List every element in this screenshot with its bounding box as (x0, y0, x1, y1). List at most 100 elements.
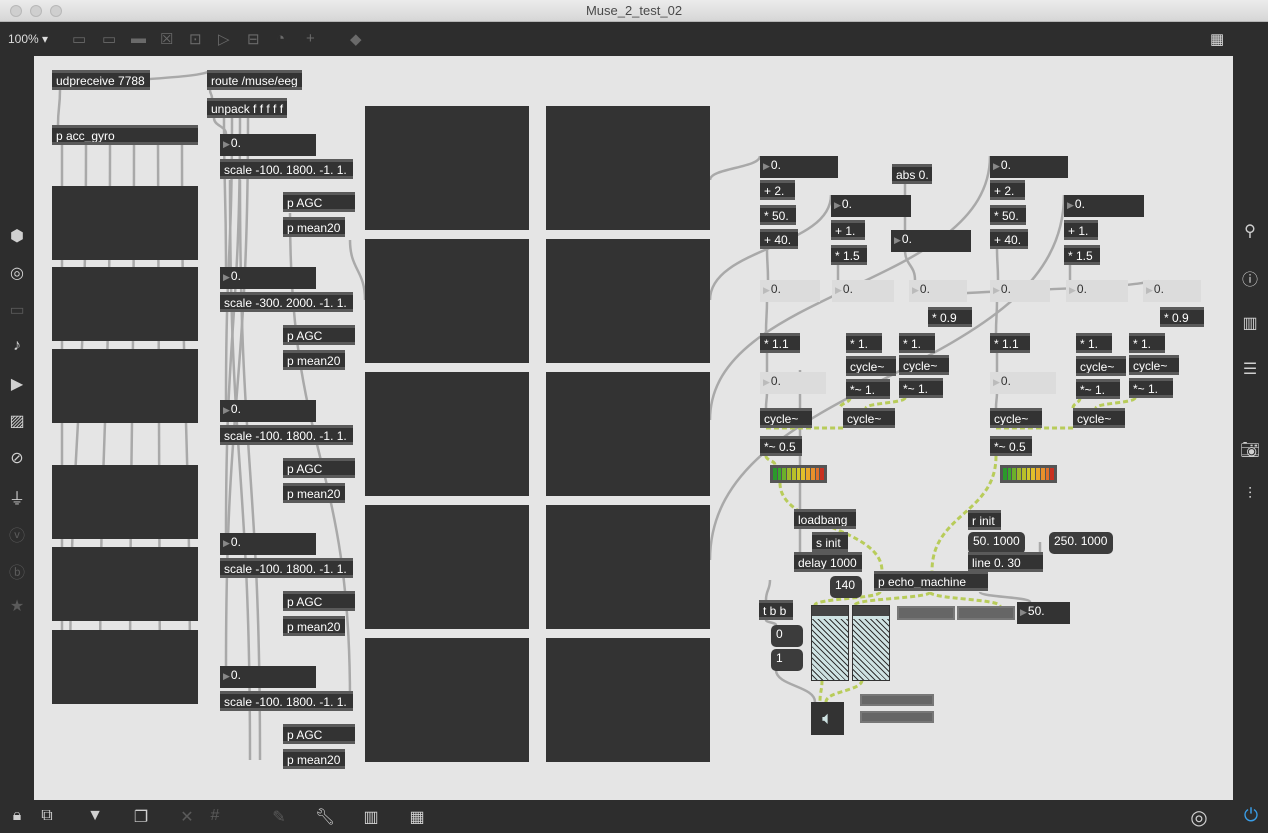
float-display[interactable]: 0. (990, 372, 1056, 394)
message-box[interactable]: 50. 1000 (968, 532, 1025, 554)
max-object[interactable]: s init (812, 532, 848, 552)
float-display[interactable]: 0. (1066, 280, 1128, 302)
display-panel[interactable] (52, 349, 198, 423)
max-object[interactable]: * 0.9 (928, 307, 972, 327)
max-object[interactable]: scale -100. 1800. -1. 1. (220, 159, 353, 179)
zoom-dropdown[interactable]: 100% ▾ (8, 32, 49, 46)
max-object[interactable]: cycle~ (899, 355, 949, 375)
max-object[interactable]: *~ 1. (1129, 378, 1173, 398)
number-box[interactable]: 0. (831, 195, 911, 217)
max-object[interactable]: * 1.5 (831, 245, 867, 265)
toggle-icon[interactable]: ⊡ (189, 31, 202, 48)
grid-keys-icon[interactable]: ▦ (409, 809, 425, 826)
max-object[interactable]: scale -100. 1800. -1. 1. (220, 425, 353, 445)
comment-icon[interactable]: ▼ (87, 807, 103, 824)
max-object[interactable]: * 50. (990, 205, 1026, 225)
minimize-button[interactable] (30, 5, 42, 17)
max-object[interactable]: p mean20 (283, 350, 345, 370)
float-display[interactable]: 0. (832, 280, 894, 302)
audio-icon[interactable]: ◎ (10, 265, 24, 282)
max-object[interactable]: + 40. (760, 229, 798, 249)
add-icon[interactable]: + (306, 30, 315, 47)
max-object[interactable]: p mean20 (283, 483, 345, 503)
max-object[interactable]: * 50. (760, 205, 796, 225)
float-display[interactable]: 0. (760, 372, 826, 394)
number-box[interactable]: 0. (220, 666, 316, 688)
max-object[interactable]: unpack f f f f f (207, 98, 287, 118)
mute-icon[interactable]: ✕ (180, 809, 194, 826)
paint-bucket-icon[interactable]: ◆ (350, 31, 362, 48)
grid-menu-icon[interactable]: ▦ (1210, 31, 1225, 48)
max-object[interactable]: delay 1000 (794, 552, 862, 572)
display-panel[interactable] (546, 505, 710, 629)
display-panel[interactable] (365, 505, 529, 629)
max-object[interactable]: route /muse/eeg (207, 70, 302, 90)
button-icon[interactable]: ☒ (160, 31, 174, 48)
max-object[interactable]: p mean20 (283, 616, 345, 636)
max-object[interactable]: * 1. (1129, 333, 1165, 353)
max-object[interactable]: cycle~ (846, 356, 896, 376)
display-panel[interactable] (52, 267, 198, 341)
number-box[interactable]: 0. (990, 156, 1068, 178)
max-object[interactable]: p acc_gyro (52, 125, 198, 145)
message-box[interactable]: 250. 1000 (1049, 532, 1113, 554)
add-patch-icon[interactable]: ✎ (272, 809, 286, 826)
max-object[interactable]: *~ 0.5 (990, 436, 1032, 456)
max-object[interactable]: + 1. (1064, 220, 1098, 240)
keyboard-icon[interactable]: ▥ (363, 809, 379, 826)
dsp-power-icon[interactable]: ⏻ (1243, 805, 1259, 825)
max-object[interactable]: p echo_machine (874, 571, 988, 591)
number-box[interactable]: 0. (220, 533, 316, 555)
max-object[interactable]: abs 0. (892, 164, 932, 184)
number-icon[interactable]: ▷ (218, 31, 230, 48)
max-object[interactable]: * 1.1 (990, 333, 1030, 353)
float-display[interactable]: 0. (760, 280, 820, 302)
number-box[interactable]: 50. (1017, 602, 1070, 624)
max-object[interactable]: * 1.5 (1064, 245, 1100, 265)
transport-icon[interactable]: ◎ (1190, 807, 1208, 829)
max-object[interactable]: p AGC (283, 192, 355, 212)
display-panel[interactable] (546, 106, 710, 230)
v-icon[interactable]: ⓥ (8, 528, 25, 545)
max-object[interactable]: + 2. (990, 180, 1025, 200)
star-icon[interactable]: ★ (9, 598, 25, 615)
max-object[interactable]: + 40. (990, 229, 1028, 249)
float-display[interactable]: 0. (990, 280, 1050, 302)
max-object[interactable]: p mean20 (283, 749, 345, 769)
gain-slider[interactable] (852, 605, 890, 681)
close-button[interactable] (10, 5, 22, 17)
number-box[interactable]: 0. (220, 134, 316, 156)
message-box[interactable]: 140 (830, 576, 862, 598)
max-object[interactable]: + 2. (760, 180, 795, 200)
display-panel[interactable] (52, 186, 198, 260)
max-object[interactable]: p AGC (283, 591, 355, 611)
display-panel[interactable] (546, 638, 710, 762)
max-object[interactable]: loadbang (794, 509, 856, 529)
max-object[interactable]: p mean20 (283, 217, 345, 237)
info-icon[interactable]: ⓘ (1241, 272, 1258, 289)
new-object-icon[interactable]: ▭ (72, 31, 87, 48)
max-object[interactable]: p AGC (283, 325, 355, 345)
zoom-button[interactable] (50, 5, 62, 17)
max-object[interactable]: * 0.9 (1160, 307, 1204, 327)
max-object[interactable]: * 1. (846, 333, 882, 353)
media-icon[interactable]: ▶ (10, 376, 24, 393)
message-box[interactable]: 0 (771, 625, 803, 647)
max-object[interactable]: scale -300. 2000. -1. 1. (220, 292, 353, 312)
lock-icon[interactable]: 🔒︎ (12, 807, 22, 824)
max-object[interactable]: p AGC (283, 458, 355, 478)
display-panel[interactable] (52, 547, 198, 621)
book-icon[interactable]: ▥ (1242, 315, 1258, 332)
windows-icon[interactable]: ❐ (133, 809, 149, 826)
gain-slider[interactable] (811, 605, 849, 681)
number-box[interactable]: 0. (220, 400, 316, 422)
number-box[interactable]: 0. (760, 156, 838, 178)
max-object[interactable]: t b b (759, 600, 793, 620)
slider-icon[interactable]: ⊟ (247, 31, 260, 48)
max-object[interactable]: cycle~ (760, 408, 812, 428)
number-box[interactable]: 0. (220, 267, 316, 289)
max-object[interactable]: scale -100. 1800. -1. 1. (220, 558, 353, 578)
clip-icon[interactable]: ⊘ (10, 450, 24, 467)
presentation-icon[interactable]: ⧉ (41, 807, 53, 824)
display-panel[interactable] (365, 638, 529, 762)
